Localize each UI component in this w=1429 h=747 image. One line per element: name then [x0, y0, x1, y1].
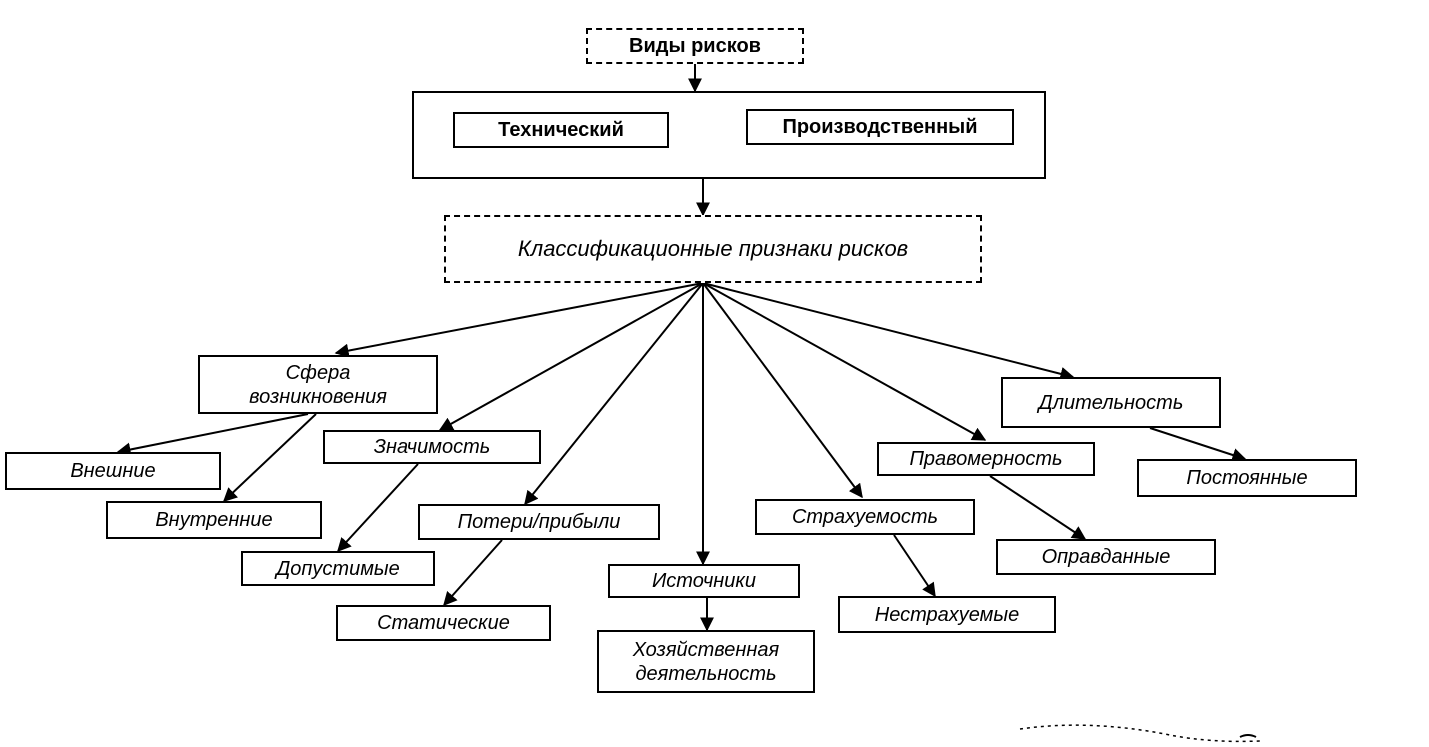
value-economic-label: Хозяйственная деятельность [632, 638, 780, 685]
criterion-legitimacy-label: Правомерность [909, 448, 1063, 470]
arrow-root-to-insurability [702, 282, 863, 499]
arrow-root-to-sphere [334, 282, 704, 358]
criterion-significance-box: Значимость [323, 430, 541, 464]
criterion-duration-label: Длительность [1038, 391, 1184, 414]
arrow-insurability-to-uninsurable [893, 534, 936, 598]
value-justified-label: Оправданные [1041, 546, 1171, 568]
type-production-label: Производственный [782, 116, 978, 138]
arrow-significance-to-acceptable [337, 463, 419, 553]
arrow-loss-to-static [443, 539, 503, 607]
arrow-root-to-legitimacy [702, 282, 987, 441]
criterion-significance-label: Значимость [373, 436, 491, 458]
title-box: Виды рисков [586, 28, 804, 64]
value-constant-box: Постоянные [1137, 459, 1357, 497]
arrow-root-to-loss [524, 282, 704, 506]
type-technical-box: Технический [453, 112, 669, 148]
criterion-sphere-box: Сфера возникновения [198, 355, 438, 414]
criterion-insurability-label: Страхуемость [791, 506, 939, 528]
criterion-sphere-label: Сфера возникновения [249, 361, 387, 408]
type-production-box: Производственный [746, 109, 1014, 145]
arrow-legitimacy-to-justified [989, 475, 1087, 540]
criterion-sources-label: Источники [651, 570, 756, 592]
value-acceptable-box: Допустимые [241, 551, 435, 586]
arrow-sphere-to-internal [222, 413, 317, 502]
value-uninsurable-label: Нестрахуемые [874, 603, 1020, 626]
title-label: Виды рисков [629, 35, 761, 57]
arrow-root-to-duration [702, 282, 1075, 381]
arrow-duration-to-constant [1149, 427, 1247, 462]
value-external-label: Внешние [70, 460, 156, 482]
value-economic-box: Хозяйственная деятельность [597, 630, 815, 693]
value-external-box: Внешние [5, 452, 221, 490]
criterion-legitimacy-box: Правомерность [877, 442, 1095, 476]
root-criteria-box: Классификационные признаки рисков [444, 215, 982, 283]
value-static-label: Статические [377, 612, 510, 634]
criterion-loss-box: Потери/прибыли [418, 504, 660, 540]
value-internal-box: Внутренние [106, 501, 322, 539]
arrow-root-to-significance [438, 282, 704, 431]
arrow-sphere-to-external [116, 413, 309, 457]
value-static-box: Статические [336, 605, 551, 641]
type-technical-label: Технический [498, 119, 624, 141]
criterion-insurability-box: Страхуемость [755, 499, 975, 535]
criterion-loss-label: Потери/прибыли [457, 511, 621, 533]
criterion-duration-box: Длительность [1001, 377, 1221, 428]
root-criteria-label: Классификационные признаки рисков [517, 235, 909, 261]
scan-artifact-mark [1019, 724, 1261, 743]
value-acceptable-label: Допустимые [276, 557, 400, 580]
criterion-sources-box: Источники [608, 564, 800, 598]
value-justified-box: Оправданные [996, 539, 1216, 575]
value-uninsurable-box: Нестрахуемые [838, 596, 1056, 633]
value-internal-label: Внутренние [155, 509, 273, 531]
value-constant-label: Постоянные [1186, 467, 1308, 489]
